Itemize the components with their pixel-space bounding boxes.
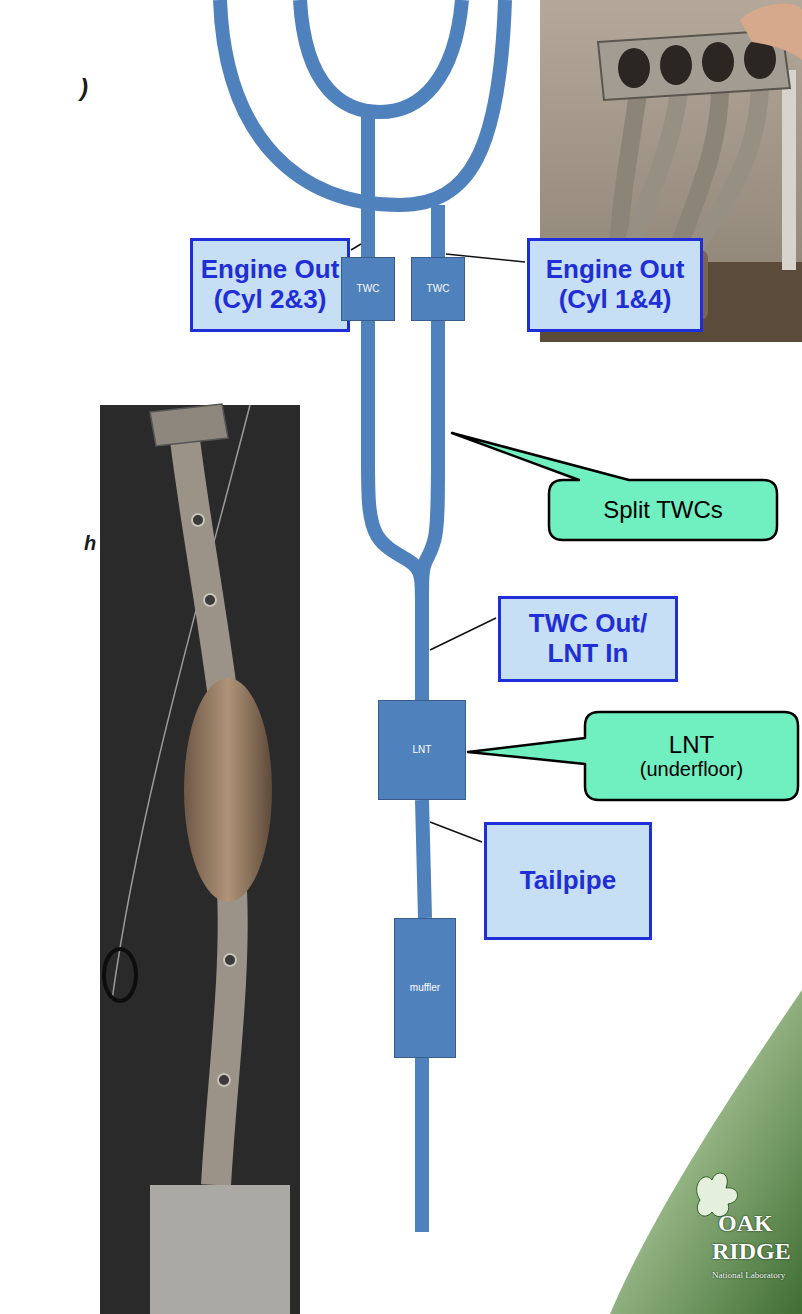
callout-text: Split TWCs [603,496,723,524]
component-label: TWC [357,283,380,295]
leader-line [351,244,361,250]
background-swoosh [610,990,802,1314]
speech-callout: Split TWCs [549,480,777,540]
hand [740,3,802,60]
catalyst-can [656,250,708,320]
pipe-section [216,890,233,1185]
muffler-inlet [150,1185,290,1314]
trap-box: LNT [378,700,466,800]
runner-pipe [431,205,445,258]
manifold-runner [690,80,760,255]
catalyst-box: TWC [411,257,465,321]
callout-text: (underfloor) [640,758,743,781]
exhaust-pipe [422,800,425,918]
callout-outline [585,712,798,800]
leader-line [430,618,496,650]
leader-line [430,822,482,842]
callout-box: Engine Out (Cyl 1&4) [527,238,703,332]
text-fragment: h [84,532,96,555]
oak-leaf-logo [697,1173,738,1217]
callout-text: Tailpipe [520,866,616,896]
muffler-box: muffler [394,918,456,1058]
logo-text: OAK [718,1210,773,1237]
callout-box: Engine Out (Cyl 2&3) [190,238,350,332]
catalyst-can [598,250,650,320]
tail-pipe [415,1057,429,1232]
callout-outline [549,480,777,540]
sensor-port [192,514,204,526]
pipe-flange [150,404,228,446]
callout-text: Engine Out (Cyl 2&3) [197,255,343,315]
exhaust-pipe [368,321,422,700]
leader-line [446,254,525,262]
speech-callout: LNT(underfloor) [585,712,798,800]
runner-pipe [361,108,375,258]
exhaust-schematic [220,0,505,1232]
component-label: LNT [413,744,432,756]
pipe-section [185,440,222,690]
exhaust-pipe [422,321,438,700]
logo-text: National Laboratory [712,1270,785,1280]
callout-outline [452,433,777,540]
photo-frame [540,0,802,342]
sensor-port [224,954,236,966]
text-fragment: ) [80,74,88,102]
manifold-photo [540,0,802,342]
background-swoosh [610,990,802,1314]
component-label: TWC [427,283,450,295]
callout-box: TWC Out/ LNT In [498,596,678,682]
callout-text: Engine Out (Cyl 1&4) [534,255,696,315]
photo-frame [100,405,300,1314]
ruler [782,70,796,270]
exhaust-pipe-photo [100,404,300,1314]
port-hole [618,48,650,88]
manifold-pipe [300,0,462,112]
sensor-port [204,594,216,606]
port-hole [702,42,734,82]
callout-text: LNT [669,731,714,759]
callout-outline [468,712,798,800]
callout-text: TWC Out/ LNT In [505,609,671,669]
leader-lines [351,244,525,842]
logo-text: RIDGE [712,1238,791,1265]
sensor-port [218,1074,230,1086]
manifold-runner [630,80,680,255]
catalyst-box: TWC [341,257,395,321]
callout-box: Tailpipe [484,822,652,940]
sensor-cable [104,949,136,1001]
port-hole [660,45,692,85]
underfloor-converter [184,678,272,902]
component-label: muffler [410,982,440,994]
